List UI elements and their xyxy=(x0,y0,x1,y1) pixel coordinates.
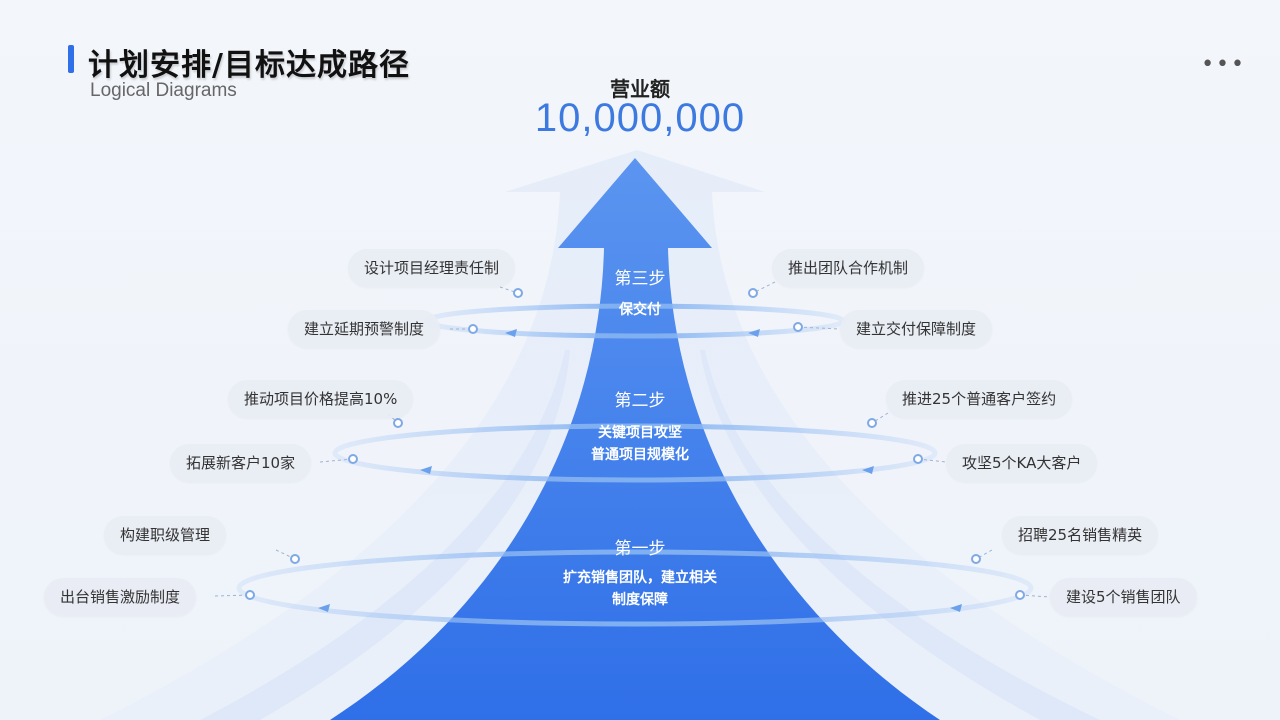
step-1-right-item-1: 招聘25名销售精英 xyxy=(1002,516,1159,554)
step-1-title: 第一步 xyxy=(614,539,666,559)
step-2-right-item-2: 攻坚5个KA大客户 xyxy=(946,444,1098,482)
step-3-right-item-2: 建立交付保障制度 xyxy=(840,310,993,348)
step-2-right-item-1: 推进25个普通客户签约 xyxy=(886,380,1073,418)
step-1-desc-line1: 扩充销售团队，建立相关 xyxy=(563,570,717,586)
page-subtitle: Logical Diagrams xyxy=(90,80,237,101)
title-accent-bar xyxy=(68,45,74,73)
goal-value: 10,000,000 xyxy=(534,96,746,140)
step-2-desc-line1: 关键项目攻坚 xyxy=(598,425,682,441)
step-2-left-item-2: 拓展新客户10家 xyxy=(170,444,312,482)
step-2-desc-line2: 普通项目规模化 xyxy=(591,447,689,463)
step-2-title: 第二步 xyxy=(614,391,666,411)
main-arrow xyxy=(330,158,940,720)
connector-dots xyxy=(245,288,1025,600)
page-title: 计划安排/目标达成路径 xyxy=(88,48,410,83)
goal-label: 营业额 xyxy=(610,77,670,101)
ring-step-2 xyxy=(332,423,938,483)
step-1-desc-line2: 制度保障 xyxy=(612,592,668,608)
more-options-icon[interactable]: ••• xyxy=(1201,52,1246,77)
step-1-right-item-2: 建设5个销售团队 xyxy=(1050,578,1197,616)
step-3-right-item-1: 推出团队合作机制 xyxy=(772,249,925,287)
ring-step-1 xyxy=(236,549,1034,627)
step-3-title: 第三步 xyxy=(614,269,666,289)
step-1-left-item-1: 构建职级管理 xyxy=(104,516,227,554)
step-3-desc: 保交付 xyxy=(619,302,661,318)
step-1-left-item-2: 出台销售激励制度 xyxy=(44,578,197,616)
step-2-left-item-1: 推动项目价格提高10% xyxy=(228,380,414,418)
step-3-left-item-1: 设计项目经理责任制 xyxy=(348,249,516,287)
step-3-left-item-2: 建立延期预警制度 xyxy=(288,310,441,348)
